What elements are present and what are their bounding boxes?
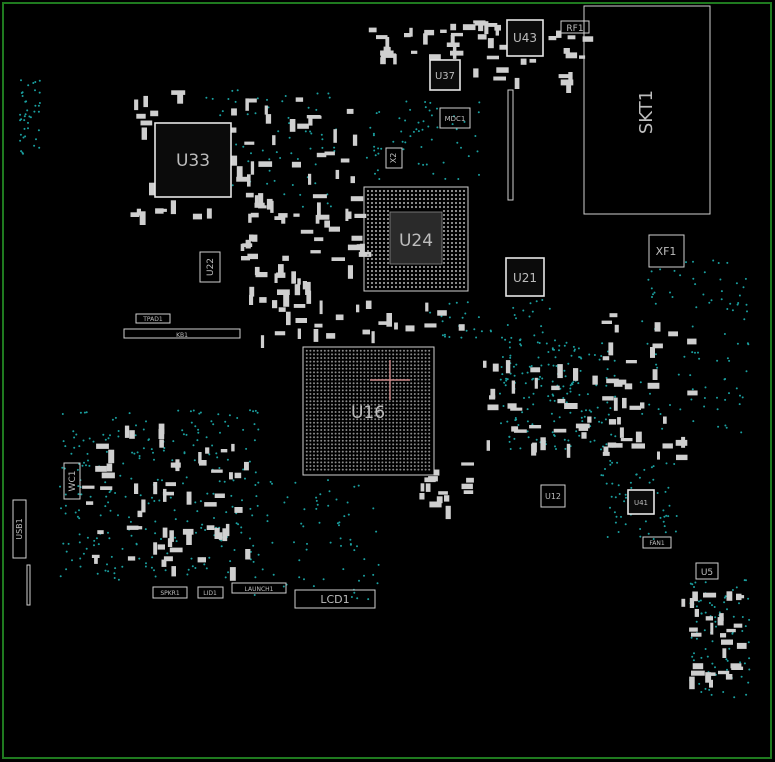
component-rf1[interactable]: RF1 <box>560 20 590 34</box>
component-usb1[interactable]: USB1 <box>12 499 27 559</box>
component-spkr1[interactable]: SPKR1 <box>152 586 188 599</box>
label-u12: U12 <box>545 492 561 501</box>
label-wc1: WC1 <box>68 471 78 492</box>
component-u37[interactable]: U37 <box>429 59 461 91</box>
bga-balls-u16 <box>305 349 431 471</box>
label-u21: U21 <box>513 271 537 285</box>
component-u41[interactable]: U41 <box>627 489 655 515</box>
bga-balls-u24 <box>366 189 466 289</box>
component-u33[interactable]: U33 <box>154 122 232 198</box>
component-u12[interactable]: U12 <box>540 484 566 508</box>
label-xf1: XF1 <box>656 245 677 258</box>
label-launch1: LAUNCH1 <box>245 586 274 593</box>
label-x2: X2 <box>389 153 398 164</box>
label-kb1: KB1 <box>176 332 188 339</box>
label-tpad1: TPAD1 <box>142 316 163 323</box>
label-usb1: USB1 <box>15 518 24 540</box>
label-fan1: FAN1 <box>649 540 664 547</box>
label-u16: U16 <box>351 403 385 423</box>
label-skt1: SKT1 <box>636 90 657 134</box>
component-lcd1[interactable]: LCD1 <box>294 589 376 609</box>
component-tpad1[interactable]: TPAD1 <box>135 313 171 324</box>
via-field <box>19 79 751 699</box>
component-u43[interactable]: U43 <box>506 19 544 57</box>
label-rf1: RF1 <box>566 24 583 34</box>
component-u24[interactable]: U24 <box>363 186 469 292</box>
label-u24: U24 <box>399 231 433 251</box>
label-u41: U41 <box>634 499 648 507</box>
component-kb1[interactable]: KB1 <box>123 328 241 339</box>
label-u33: U33 <box>176 151 210 171</box>
label-u5: U5 <box>701 568 713 578</box>
component-lid1[interactable]: LID1 <box>197 586 224 599</box>
component-wc1[interactable]: WC1 <box>63 462 81 500</box>
label-u43: U43 <box>513 31 537 45</box>
label-u37: U37 <box>435 71 455 82</box>
component-u21[interactable]: U21 <box>505 257 545 297</box>
component-u5[interactable]: U5 <box>695 562 719 580</box>
label-lid1: LID1 <box>203 590 217 597</box>
component-skt1[interactable]: SKT1 <box>583 5 711 215</box>
label-spkr1: SPKR1 <box>160 590 180 597</box>
connector-strip-left <box>26 564 31 606</box>
component-xf1[interactable]: XF1 <box>648 234 685 268</box>
component-u22[interactable]: U22 <box>199 251 221 283</box>
component-mdc1[interactable]: MDC1 <box>439 107 471 129</box>
component-x2[interactable]: X2 <box>385 147 403 169</box>
component-launch1[interactable]: LAUNCH1 <box>231 582 287 594</box>
label-mdc1: MDC1 <box>445 115 466 123</box>
component-u16[interactable]: U16 <box>302 346 435 476</box>
passive-components <box>82 20 747 690</box>
connector-strip-vertical <box>507 89 514 201</box>
component-fan1[interactable]: FAN1 <box>642 536 672 549</box>
label-lcd1: LCD1 <box>320 593 349 606</box>
label-u22: U22 <box>206 258 216 276</box>
